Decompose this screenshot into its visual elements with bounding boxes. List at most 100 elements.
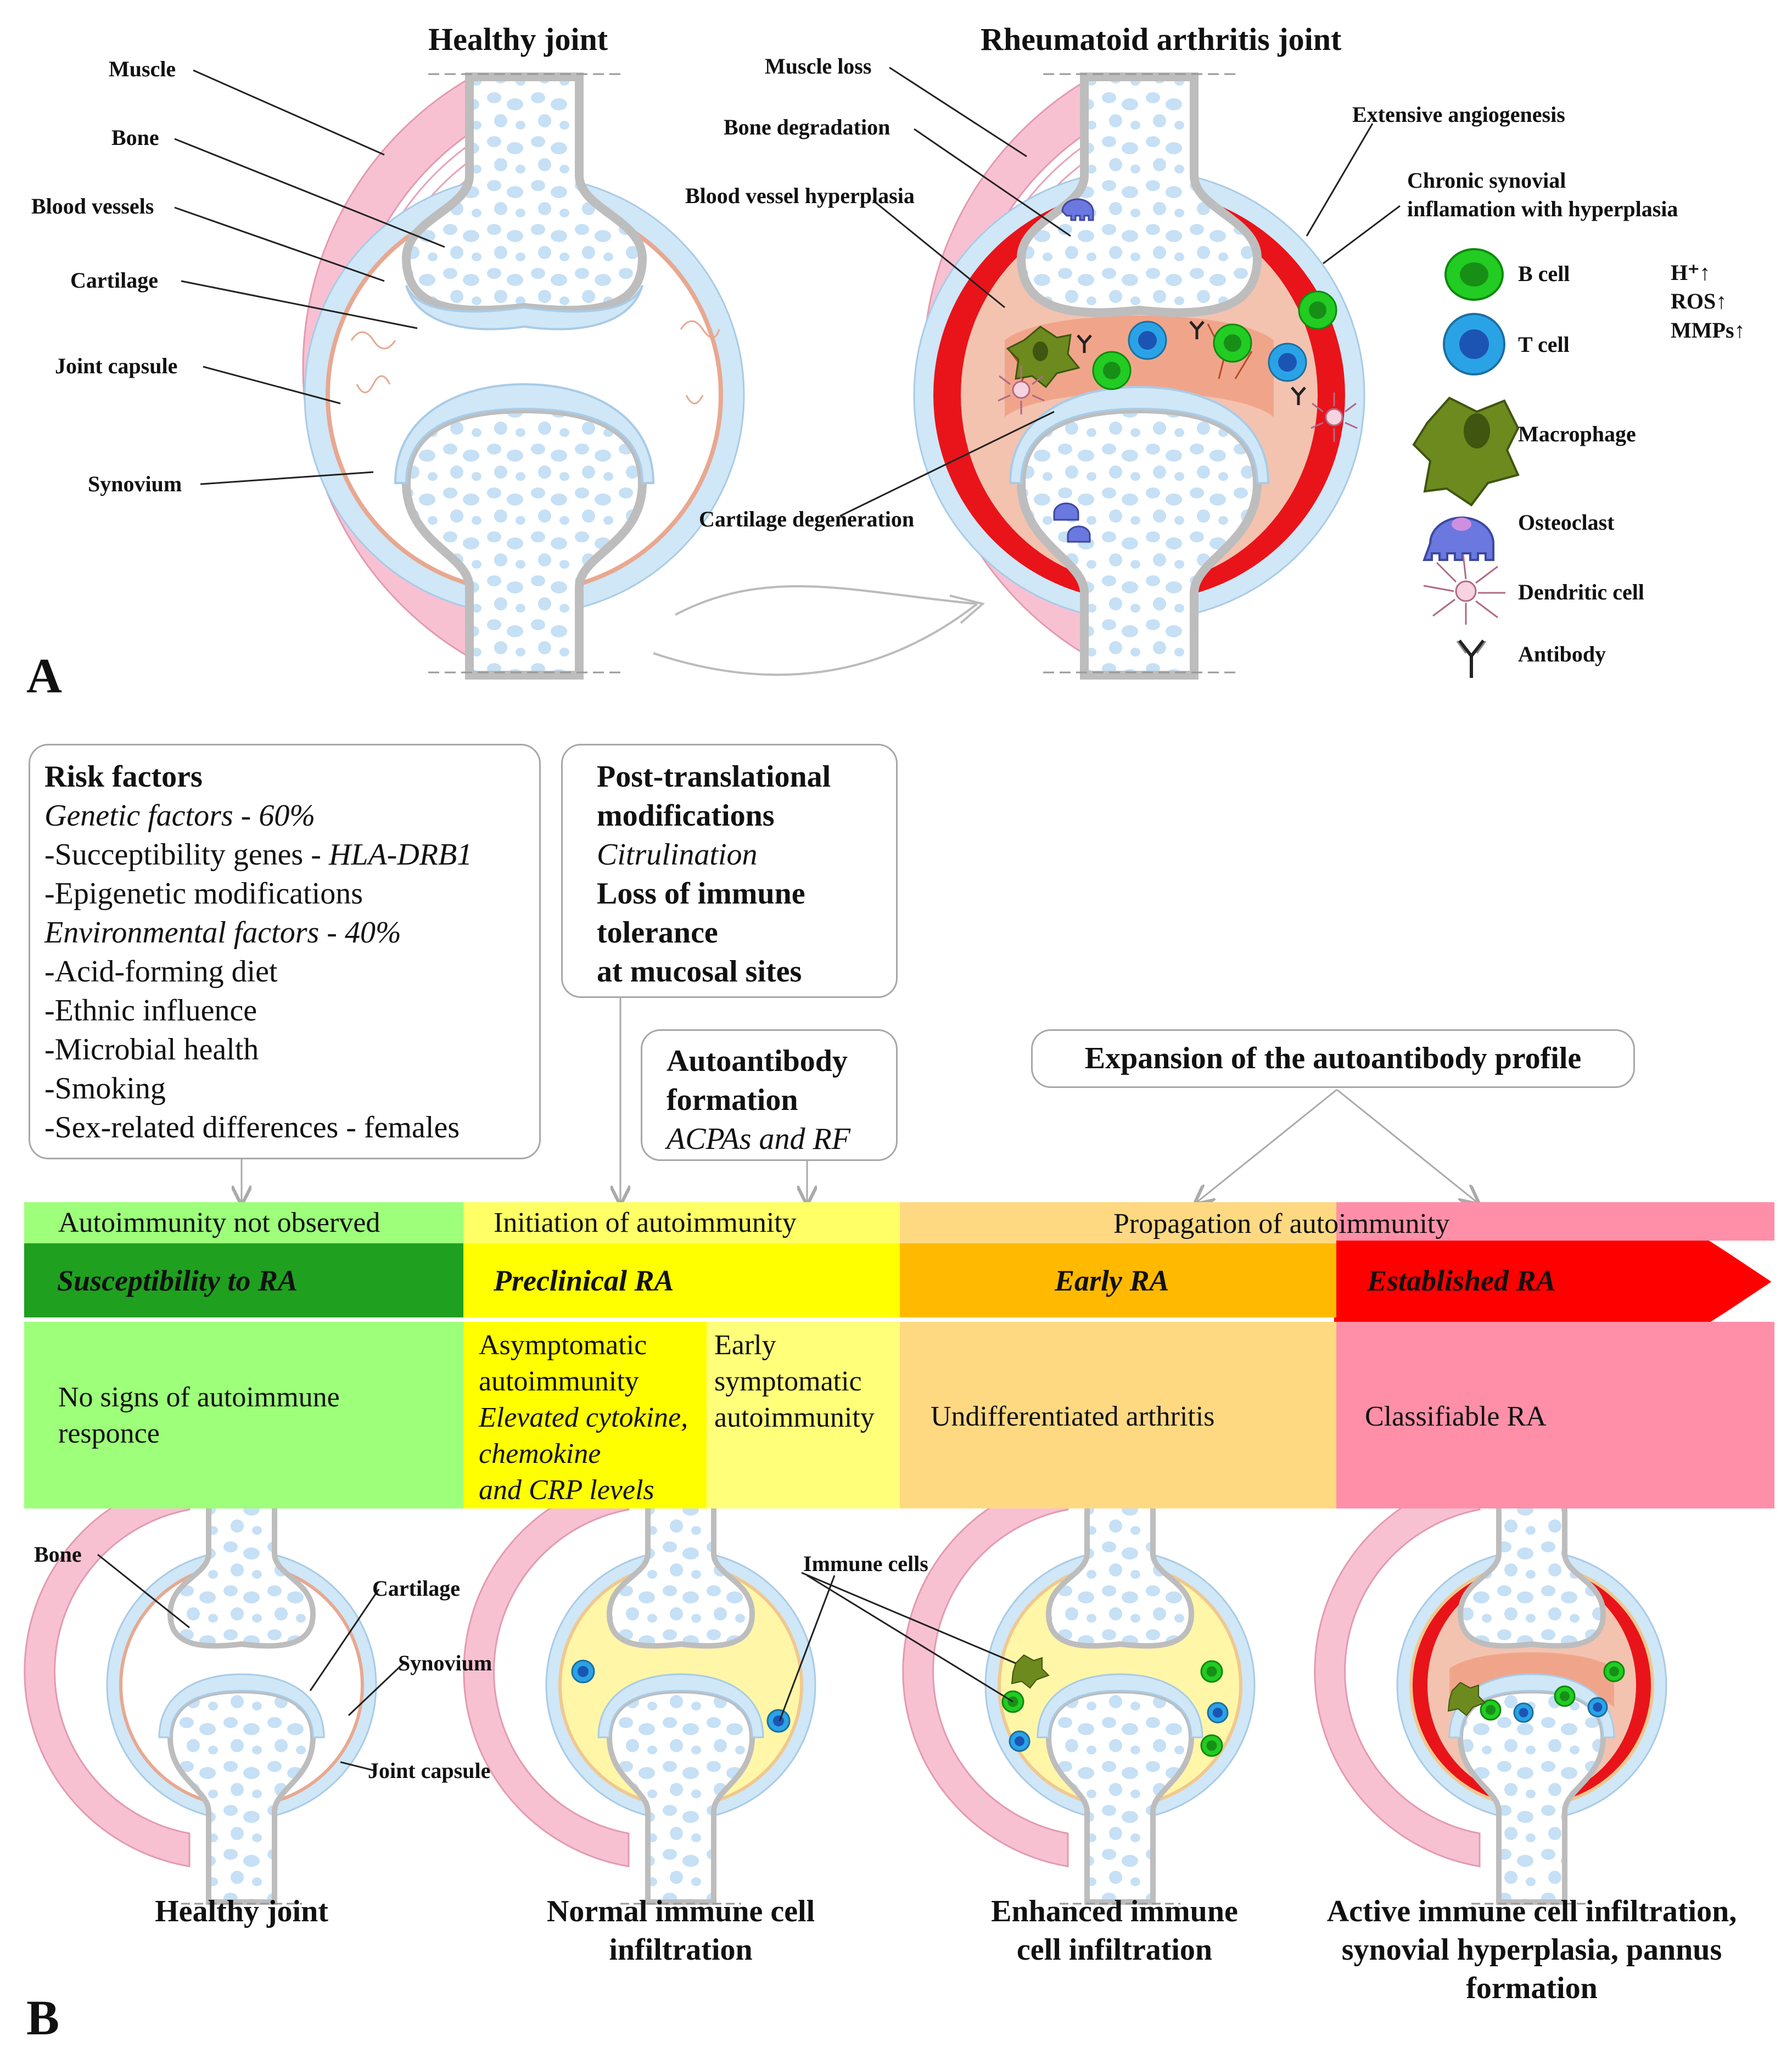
stage-established: Established RA [1367, 1264, 1556, 1297]
t-cell [766, 1709, 791, 1733]
risk-factor-line: Environmental factors - 40% [44, 913, 539, 952]
legend-macrophage: Macrophage [1518, 422, 1636, 446]
risk-factor-text: -Ethnic influence [44, 994, 257, 1028]
caption-enhanced: Enhanced immune cell infiltration [991, 1894, 1238, 1967]
marker-h: H⁺↑ [1671, 260, 1711, 285]
ptm-text: modifications [597, 799, 775, 833]
risk-factor-line: -Ethnic influence [44, 991, 539, 1030]
risk-factor-text: -Epigenetic modifications [44, 877, 363, 911]
risk-factor-text: -Microbial health [44, 1033, 259, 1067]
ptm-text: Post-translational [597, 760, 831, 794]
marker-mmps: MMPs↑ [1671, 318, 1745, 343]
label-inflamation-hyperplasia: inflamation with hyperplasia [1407, 197, 1678, 221]
legend-b-cell: B cell [1518, 261, 1570, 286]
ra-t-cell [1268, 343, 1307, 382]
legend-antibody: Antibody [1518, 642, 1606, 666]
risk-factor-line: -Smoking [44, 1069, 539, 1108]
ptm-text: Loss of immune [597, 877, 805, 911]
ra-joint-drawing [913, 72, 1365, 680]
ra-osteoclast [1061, 198, 1094, 221]
b-cell [1603, 1661, 1625, 1682]
muscle-band [24, 1476, 191, 1867]
joint-normal-infiltration [463, 1470, 816, 1905]
desc-asymptomatic: Asymptomatic autoimmunity Elevated cytok… [463, 1322, 707, 1508]
ra-dendritic-cell [998, 365, 1045, 414]
risk-factor-italic-text: HLA-DRB1 [328, 838, 473, 872]
b-cell [1554, 1685, 1576, 1707]
legend-t-cell: T cell [1518, 332, 1570, 357]
autoantibody-text: formation [667, 1083, 798, 1117]
b-cell [1480, 1699, 1502, 1721]
ptm-line: at mucosal sites [597, 952, 896, 991]
expansion-box: Expansion of the autoantibody profile [1031, 1029, 1635, 1088]
ptm-text: Citrulination [597, 838, 758, 872]
phase-propagation-text: Propagation of autoimmunity [1113, 1208, 1450, 1239]
ra-macrophage [1006, 326, 1080, 389]
macrophage [1447, 1681, 1486, 1717]
risk-factor-text: -Acid-forming diet [44, 955, 278, 989]
autoantibody-line: formation [667, 1081, 896, 1120]
b-cell-icon [1444, 248, 1504, 301]
blood-vessels [350, 320, 720, 405]
autoantibody-text: Autoantibody [667, 1044, 848, 1078]
ra-antibody [1077, 321, 1306, 405]
t-cell [1587, 1697, 1608, 1718]
stage-susceptibility: Susceptibility to RA [24, 1243, 463, 1317]
caption-active: Active immune cell infiltration, synovia… [1326, 1894, 1737, 2005]
ptm-text: at mucosal sites [597, 955, 802, 989]
panel-label-a: A [26, 649, 62, 703]
expansion-text: Expansion of the autoantibody profile [1084, 1041, 1582, 1075]
healthy-joint-title: Healthy joint [428, 21, 608, 57]
risk-factor-text: -Smoking [44, 1072, 166, 1106]
timeline-arrow [1334, 1219, 1773, 1345]
macrophage [1011, 1654, 1050, 1689]
ptm-line: Post-translational [597, 758, 896, 796]
upper-bone [1045, 1471, 1195, 1649]
phase-initiation: Initiation of autoimmunity [463, 1202, 900, 1243]
upper-cartilage [405, 285, 643, 330]
label-cartilage: Cartilage [70, 268, 158, 293]
healthy-leader-lines [174, 69, 445, 485]
stage-early: Early RA [900, 1243, 1336, 1317]
t-cell [1207, 1702, 1229, 1724]
phase-propagation-right [1336, 1202, 1774, 1241]
label-cartilage-degeneration: Cartilage degeneration [699, 507, 915, 531]
ra-b-cell [1092, 351, 1132, 390]
b-label-immune-cells: Immune cells [803, 1551, 928, 1576]
legend-osteoclast: Osteoclast [1518, 510, 1615, 535]
label-blood-vessels: Blood vessels [31, 194, 154, 218]
ra-joint-title: Rheumatoid arthritis joint [981, 21, 1342, 57]
t-cell-icon [1443, 313, 1505, 375]
label-bone-degradation: Bone degradation [724, 115, 891, 139]
osteoclast-icon [1423, 517, 1494, 561]
autoantibody-line: Autoantibody [667, 1042, 896, 1081]
b-cell [1200, 1660, 1223, 1683]
cartilage [597, 1673, 764, 1738]
b-label-bone: Bone [34, 1542, 82, 1567]
stage-joint-leader-lines [97, 1553, 1016, 1771]
risk-factor-text: -Sex-related differences - females [44, 1110, 460, 1145]
pannus [1005, 316, 1274, 417]
label-synovium: Synovium [88, 472, 182, 496]
label-muscle: Muscle [109, 57, 176, 81]
label-chronic-synovial: Chronic synovial [1407, 168, 1566, 193]
healthy-joint-drawing [302, 72, 745, 680]
autoantibody-text: ACPAs and RF [667, 1122, 850, 1156]
phase-propagation-left [900, 1202, 1336, 1243]
upper-bone [167, 1471, 316, 1649]
ptm-line: Loss of immune [597, 874, 896, 913]
ra-b-cell [1213, 323, 1252, 363]
risk-factor-line: -Microbial health [44, 1030, 539, 1069]
b-label-synovium: Synovium [398, 1651, 492, 1675]
risk-factor-text: -Succeptibility genes - [44, 838, 329, 872]
risk-factor-text: Environmental factors - 40% [44, 916, 401, 950]
ra-dendritic-cell [1311, 392, 1358, 442]
t-cell [1009, 1730, 1031, 1752]
b-label-joint-capsule: Joint capsule [368, 1758, 491, 1783]
label-joint-capsule: Joint capsule [55, 354, 178, 378]
joint-active-infiltration [1314, 1470, 1667, 1905]
